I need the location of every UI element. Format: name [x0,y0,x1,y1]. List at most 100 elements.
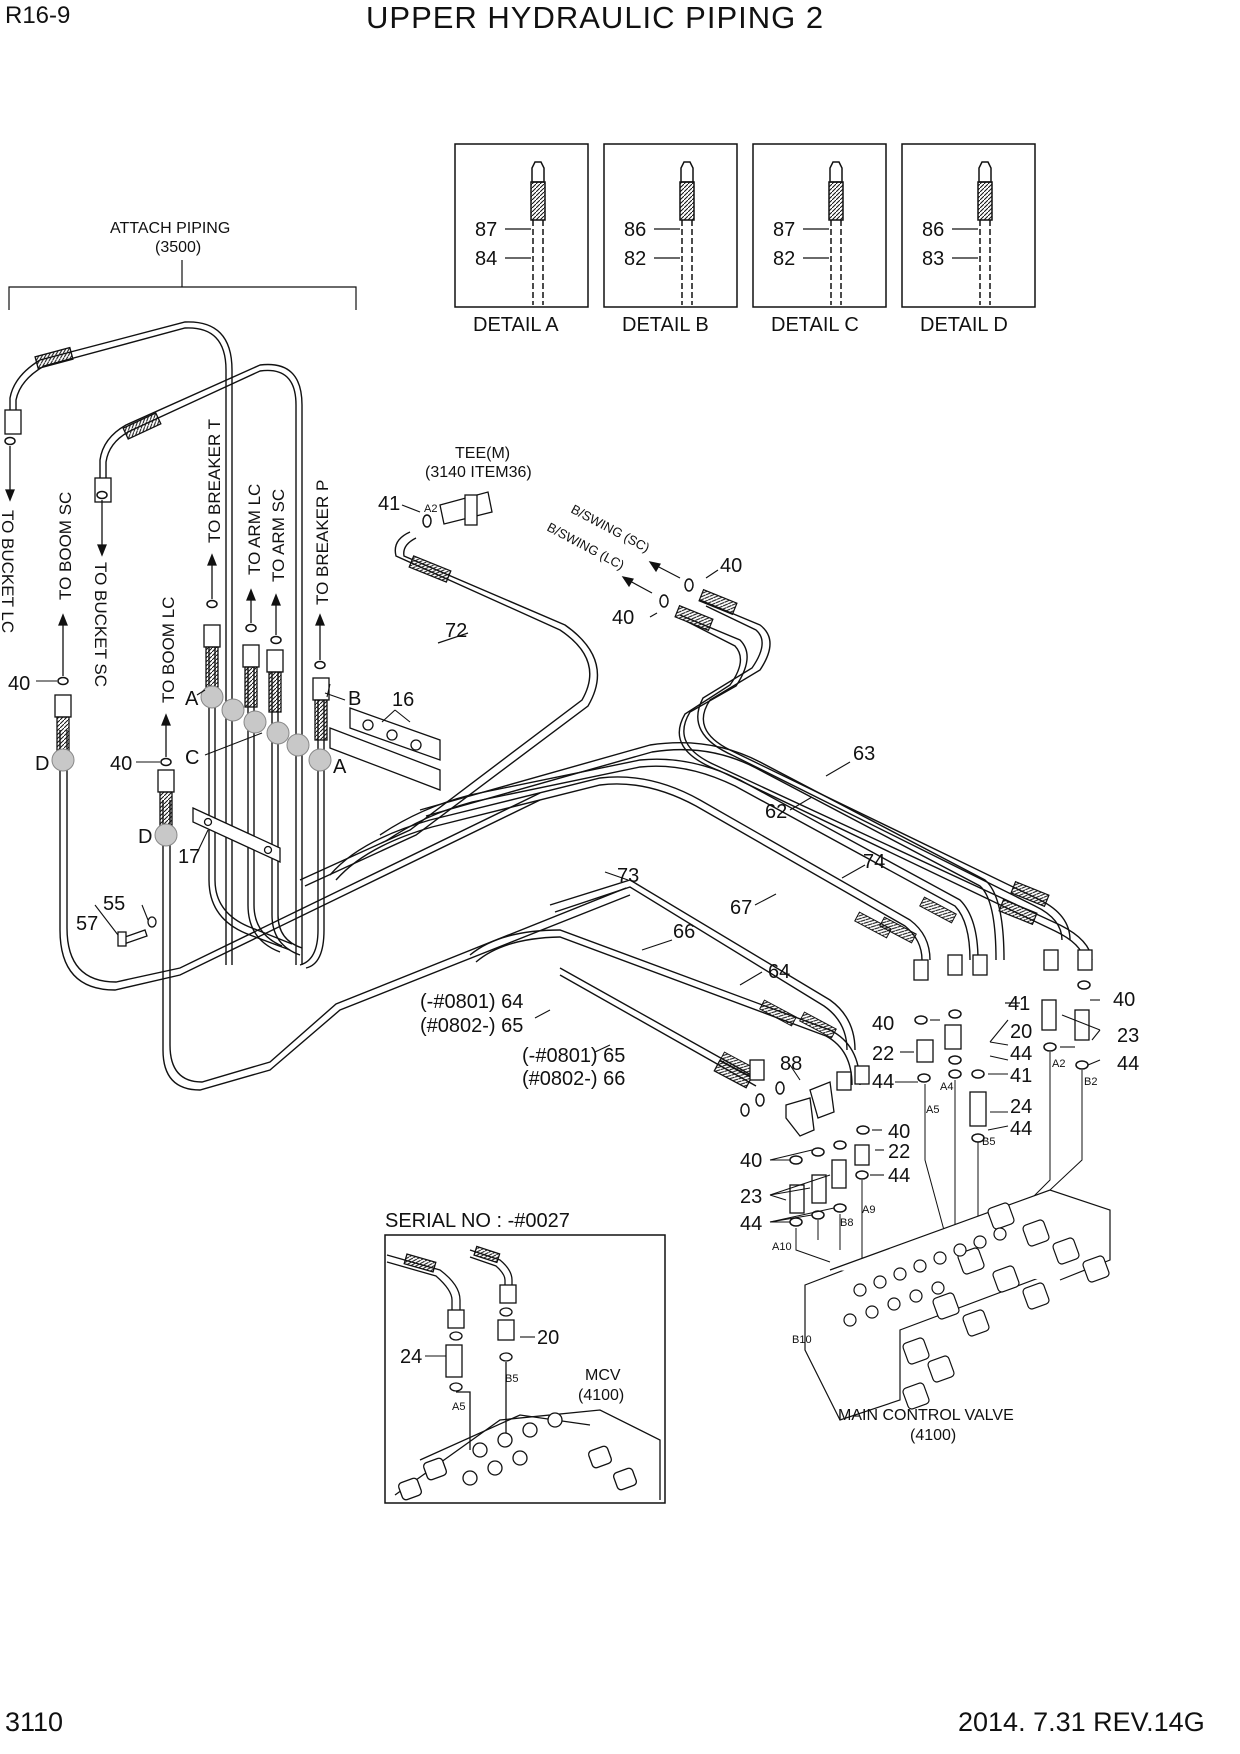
callout-64-65-b: (#0802-) 65 [420,1015,523,1037]
fitting-23a [789,1184,805,1214]
fitting-23b [811,1174,827,1204]
callout-57: 57 [76,913,98,935]
o-ring-41 [422,514,432,528]
main-control-valve [804,1189,1111,1421]
fitting-24 [969,1091,987,1127]
bolt-57 [117,916,157,947]
callout-88: 88 [780,1053,802,1075]
pipe-72 [299,531,599,887]
callout-a-upper: A [185,688,199,710]
callout-c: C [185,747,199,769]
detail-c-box [752,143,887,308]
hose-sleeve [122,412,162,440]
svg-text:B8: B8 [840,1217,853,1229]
mcv-spools [902,1202,1110,1410]
attach-fittings [4,346,330,833]
dest-boom-sc: TO BOOM SC [56,492,75,600]
callout-40-right-a: 40 [872,1013,894,1035]
callout-41-right: 41 [1008,993,1030,1015]
detail-c-fitting [828,161,844,305]
callout-62: 62 [765,801,787,823]
svg-text:A5: A5 [452,1401,465,1413]
detail-b-lower: 82 [624,248,646,270]
fitting-22 [916,1039,934,1063]
callout-44-f: 44 [740,1213,762,1235]
callout-40-left-b: 40 [110,753,132,775]
hose-sleeve [713,1059,753,1089]
fitting-23 [1074,1009,1090,1041]
serial-mcv: MCV [585,1367,621,1384]
elbow-88 [785,1097,815,1137]
hose-bucket-sc-inner [105,369,297,965]
detail-labels: 87 84 DETAIL A 86 82 DETAIL B 87 82 DETA… [473,219,1008,336]
svg-text:A2: A2 [1052,1058,1065,1070]
page-number: 3110 [5,1707,64,1737]
hose-bucket-lc-outer [9,321,233,965]
svg-text:B5: B5 [505,1373,518,1385]
callout-d-left: D [35,753,49,775]
hose-sleeve [674,604,714,632]
callout-22-b: 22 [888,1141,910,1163]
svg-text:B10: B10 [792,1334,812,1346]
svg-text:A2: A2 [424,503,437,515]
mcv-ports [843,1227,1007,1327]
callout-d-mid: D [138,826,152,848]
fitting-23c [831,1159,847,1189]
callout-41-lower: 41 [1010,1065,1032,1087]
plate-17 [192,806,281,864]
attach-hoses [9,321,631,1091]
detail-a-fitting [530,161,546,305]
mcv-main-ref: (4100) [910,1427,956,1444]
svg-text:A9: A9 [862,1204,875,1216]
callout-24: 24 [1010,1096,1032,1118]
center-hose-sleeves [719,896,957,1079]
svg-text:A10: A10 [772,1241,792,1253]
detail-d-caption: DETAIL D [920,314,1008,336]
callout-66: 66 [673,921,695,943]
dest-arm-sc: TO ARM SC [269,489,288,582]
callout-23-right: 23 [1117,1025,1139,1047]
right-o-rings [740,980,1091,1227]
serial-title: SERIAL NO : -#0027 [385,1210,570,1232]
callout-40-left-c: 40 [740,1150,762,1172]
detail-leaders [505,228,978,259]
attach-piping-bracket [8,260,357,310]
fitting-23 [1041,999,1057,1031]
serial-inset-box [384,1234,666,1504]
hose-sleeve [473,1245,501,1264]
right-fittings [713,949,1093,1214]
port-labels: A2 A4 A5 B5 A2 B2 A9 B8 A10 B10 A5 B5 [424,503,1097,1413]
callout-65-66-b: (#0802-) 66 [522,1068,625,1090]
callout-65-66-a: (-#0801) 65 [522,1045,625,1067]
tee-ref: (3140 ITEM36) [425,464,532,481]
detail-boxes [454,143,1036,308]
detail-a-lower: 84 [475,248,497,270]
hose-sleeve [1010,880,1050,908]
detail-b-upper: 86 [624,219,646,241]
hose-sleeve [698,588,738,616]
detail-c-upper: 87 [773,219,795,241]
detail-d-upper: 86 [922,219,944,241]
hose-bucket-sc-outer [99,363,303,965]
callout-40-swing-lc: 40 [612,607,634,629]
hose-bucket-lc-inner [15,327,227,965]
callout-64: 64 [768,961,790,983]
swing-o-rings [659,578,694,608]
callout-24-serial: 24 [400,1346,422,1368]
callout-40-left-a: 40 [8,673,30,695]
callout-16: 16 [392,689,414,711]
dest-bucket-lc: TO BUCKET LC [0,510,17,633]
detail-d-lower: 83 [922,248,944,270]
callout-leaders [36,569,1101,1357]
detail-b-fitting [679,161,695,305]
dest-bucket-sc: TO BUCKET SC [91,562,110,687]
callout-67: 67 [730,897,752,919]
callout-74: 74 [863,851,885,873]
tee-title: TEE(M) [455,445,510,462]
detail-d-fitting [977,161,993,305]
callout-44-e: 44 [888,1165,910,1187]
page-title: UPPER HYDRAULIC PIPING 2 [366,0,825,35]
hose-sleeve [408,555,452,583]
detail-a-caption: DETAIL A [473,314,559,336]
callout-44-b: 44 [1117,1053,1139,1075]
